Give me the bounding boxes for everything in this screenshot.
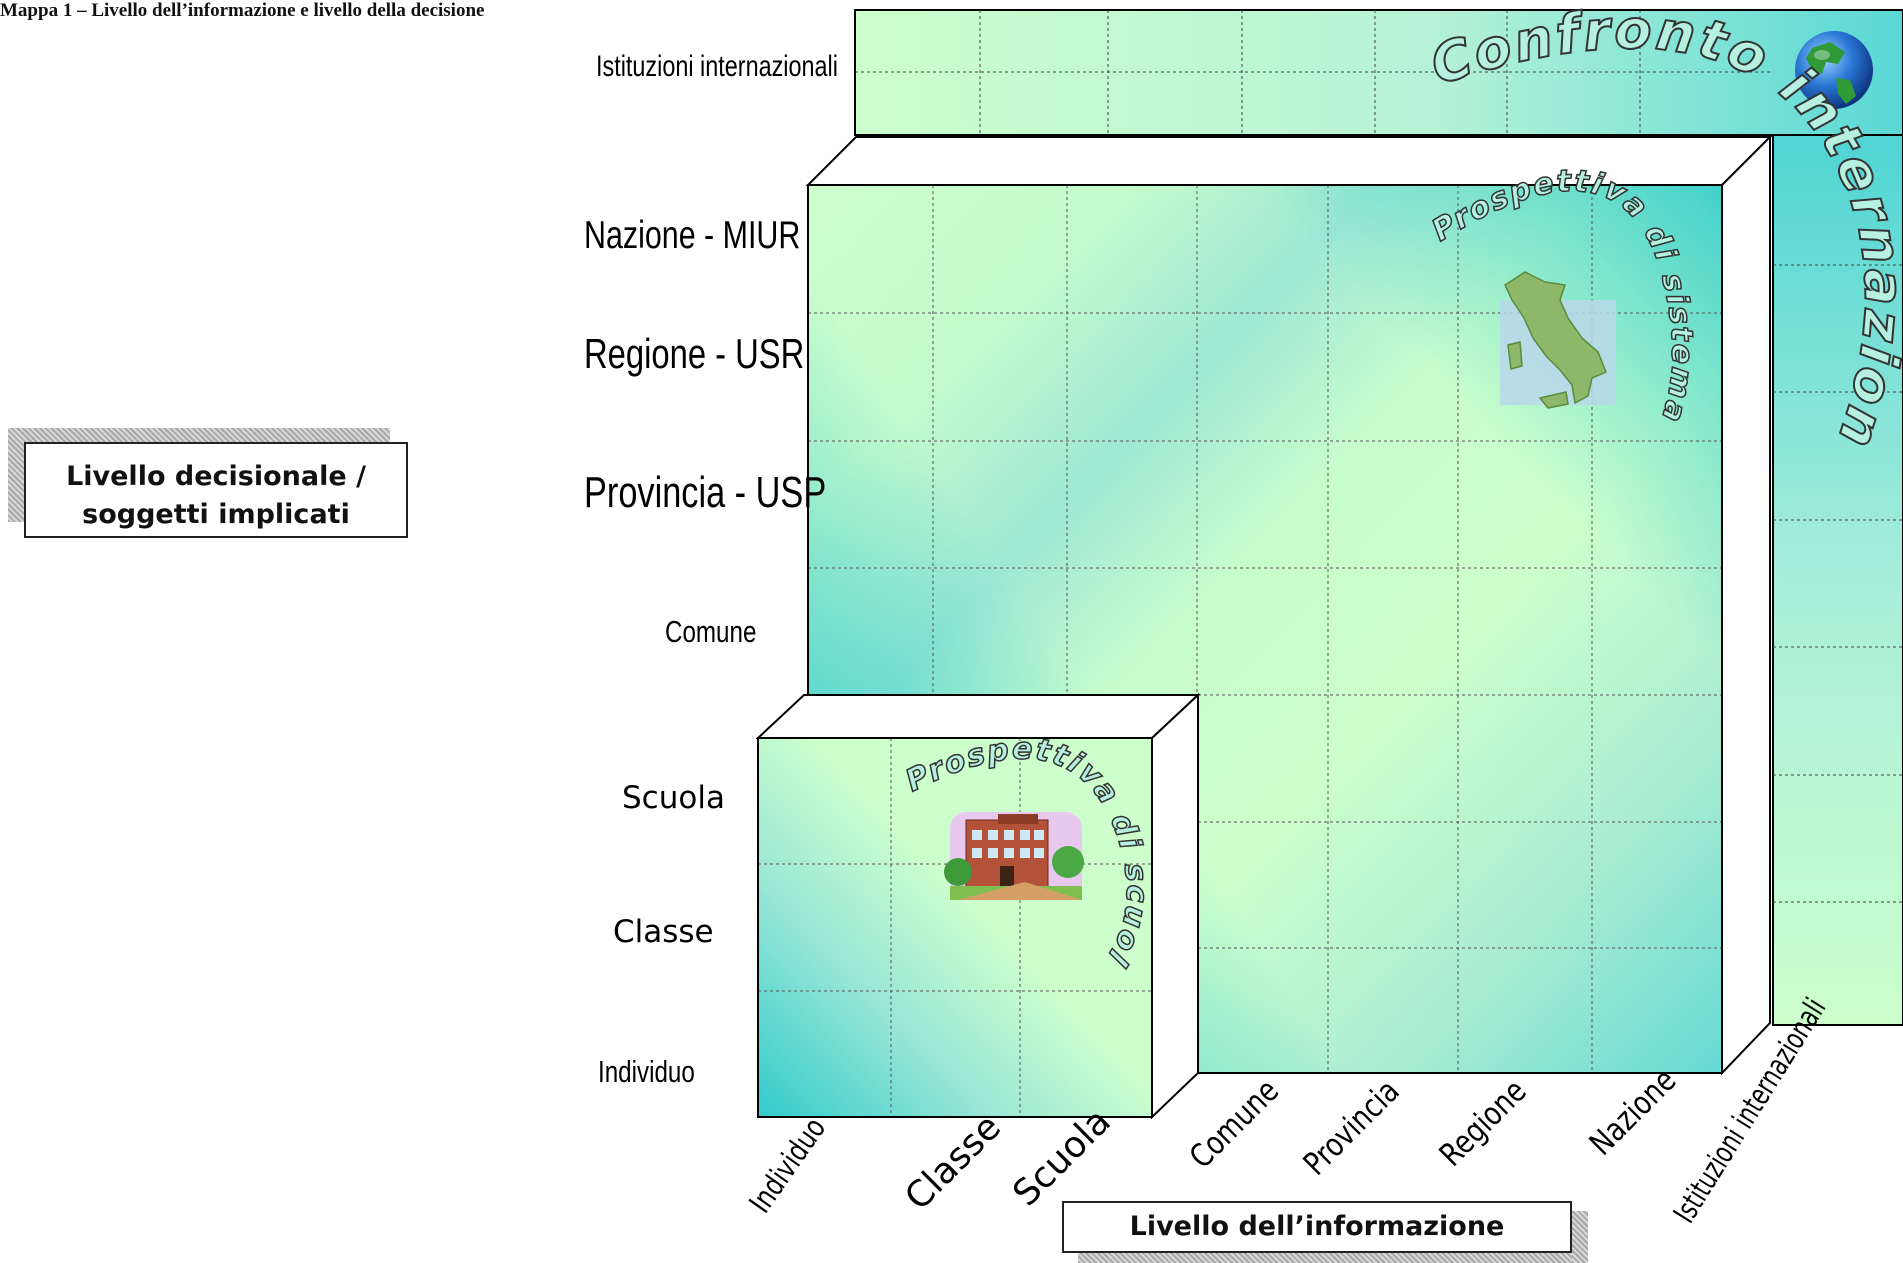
italy-map-icon [1500, 271, 1616, 409]
y-label-scuola: Scuola [622, 780, 725, 816]
x-axis-title: Livello dell’informazione [1062, 1201, 1572, 1253]
page-title: Mappa 1 – Livello dell’informazione e li… [0, 0, 485, 21]
y-label-provincia: Provincia - USP [584, 468, 827, 517]
x-label-nazione: Nazione [1582, 1061, 1683, 1162]
x-label-comune: Comune [1182, 1072, 1286, 1176]
y-axis-title-line1: Livello decisionale / [66, 461, 366, 492]
school-box [755, 692, 1201, 1120]
y-axis-title-line2: soggetti implicati [82, 499, 350, 530]
school-building-icon [944, 812, 1084, 900]
international-frame [854, 9, 1903, 1026]
y-label-nazione: Nazione - MIUR [584, 214, 801, 257]
y-axis-title-box: Livello decisionale / soggetti implicati [8, 428, 408, 538]
globe-icon [1795, 31, 1873, 109]
y-label-individuo: Individuo [598, 1054, 695, 1089]
y-label-classe: Classe [613, 914, 714, 950]
x-label-classe: Classe [897, 1107, 1009, 1219]
x-axis-title-box: Livello dell’informazione [1062, 1201, 1588, 1263]
y-label-istituzioni: Istituzioni internazionali [596, 50, 838, 83]
x-label-regione: Regione [1432, 1072, 1533, 1173]
y-label-regione: Regione - USR [584, 330, 805, 377]
x-label-individuo: Individuo [743, 1112, 833, 1220]
y-label-comune: Comune [665, 614, 757, 649]
x-label-provincia: Provincia [1296, 1072, 1406, 1182]
